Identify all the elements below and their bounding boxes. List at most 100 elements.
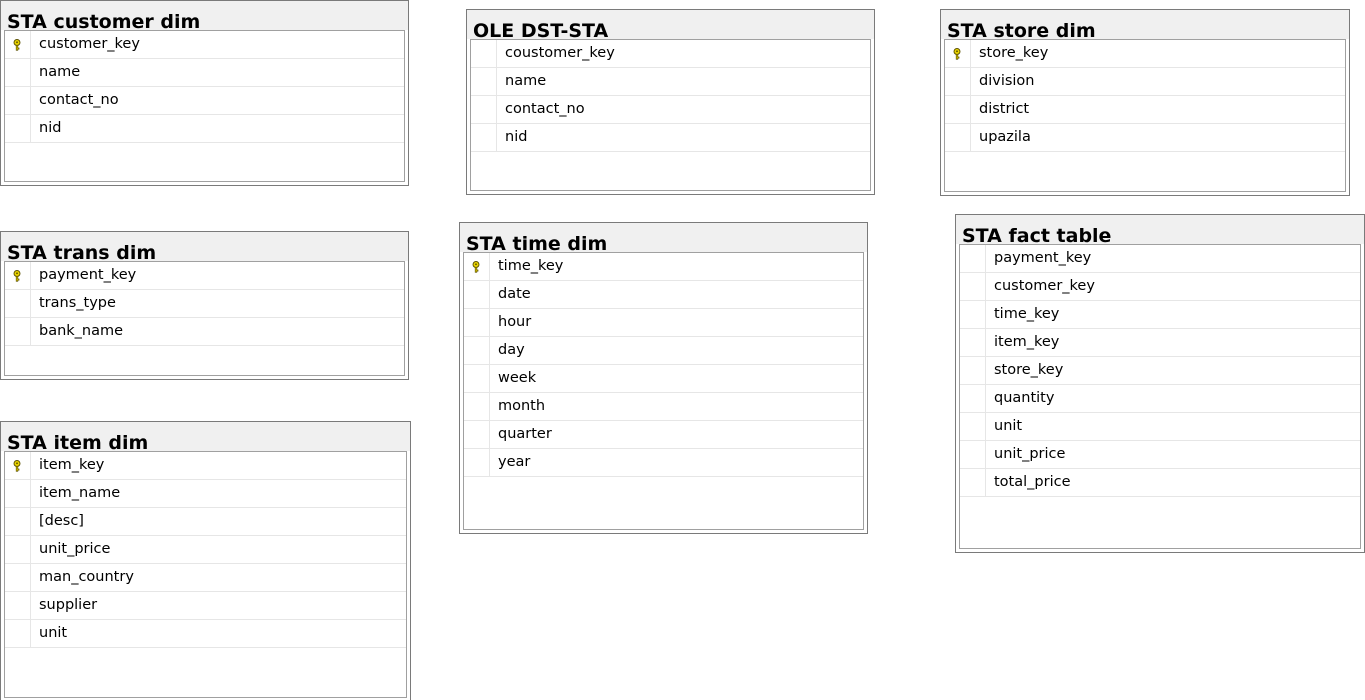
key-cell	[960, 469, 986, 497]
table-header[interactable]: STA customer dim	[1, 1, 408, 33]
column-row[interactable]: month	[464, 393, 863, 421]
key-cell	[5, 536, 31, 564]
column-row[interactable]: payment_key	[960, 245, 1360, 273]
column-name: coustomer_key	[505, 45, 615, 61]
column-row[interactable]: customer_key	[960, 273, 1360, 301]
table-sta-item-dim[interactable]: STA item dim item_key item_name[desc] unit_…	[0, 421, 411, 700]
column-name: item_key	[39, 457, 105, 473]
column-row[interactable]: item_name	[5, 480, 406, 508]
key-cell	[5, 290, 31, 318]
key-cell	[945, 96, 971, 124]
column-name: year	[498, 454, 531, 470]
column-row[interactable]: nid	[5, 115, 404, 143]
primary-key-icon	[13, 270, 21, 282]
column-row[interactable]: unit	[960, 413, 1360, 441]
column-row[interactable]: unit_price	[960, 441, 1360, 469]
column-name: date	[498, 286, 531, 302]
column-row[interactable]: hour	[464, 309, 863, 337]
column-name: quantity	[994, 390, 1055, 406]
table-header[interactable]: STA time dim	[460, 223, 867, 255]
table-title: STA trans dim	[7, 242, 157, 264]
column-row[interactable]: unit	[5, 620, 406, 648]
column-row[interactable]: item_key	[960, 329, 1360, 357]
table-header[interactable]: OLE DST-STA	[467, 10, 874, 42]
column-row[interactable]: day	[464, 337, 863, 365]
key-cell	[5, 480, 31, 508]
column-row[interactable]: store_key	[945, 40, 1345, 68]
key-cell	[960, 441, 986, 469]
column-name: time_key	[994, 306, 1060, 322]
column-row[interactable]: [desc]	[5, 508, 406, 536]
key-cell	[960, 301, 986, 329]
key-cell	[464, 253, 490, 281]
column-row[interactable]: man_country	[5, 564, 406, 592]
column-name: customer_key	[994, 278, 1095, 294]
column-row[interactable]: bank_name	[5, 318, 404, 346]
column-row[interactable]: total_price	[960, 469, 1360, 497]
column-name: name	[39, 64, 81, 80]
column-row[interactable]: contact_no	[471, 96, 870, 124]
key-cell	[5, 87, 31, 115]
column-row[interactable]: store_key	[960, 357, 1360, 385]
column-row[interactable]: name	[5, 59, 404, 87]
column-row[interactable]: district	[945, 96, 1345, 124]
column-row[interactable]: week	[464, 365, 863, 393]
column-name: unit	[994, 418, 1023, 434]
table-header[interactable]: STA store dim	[941, 10, 1349, 42]
column-name: unit	[39, 625, 68, 641]
column-row[interactable]: supplier	[5, 592, 406, 620]
table-header[interactable]: STA item dim	[1, 422, 410, 454]
column-row[interactable]: name	[471, 68, 870, 96]
key-cell	[960, 245, 986, 273]
column-row[interactable]: upazila	[945, 124, 1345, 152]
primary-key-icon	[13, 39, 21, 51]
column-row[interactable]: item_key	[5, 452, 406, 480]
column-row[interactable]: quantity	[960, 385, 1360, 413]
column-row[interactable]: contact_no	[5, 87, 404, 115]
key-cell	[5, 59, 31, 87]
key-cell	[5, 620, 31, 648]
column-row[interactable]: year	[464, 449, 863, 477]
column-name: nid	[505, 129, 528, 145]
table-header[interactable]: STA fact table	[956, 215, 1364, 247]
column-name: month	[498, 398, 546, 414]
column-row[interactable]: date	[464, 281, 863, 309]
column-row[interactable]: quarter	[464, 421, 863, 449]
column-row[interactable]: unit_price	[5, 536, 406, 564]
key-cell	[960, 413, 986, 441]
table-header[interactable]: STA trans dim	[1, 232, 408, 264]
column-row[interactable]: trans_type	[5, 290, 404, 318]
key-cell	[464, 281, 490, 309]
column-name: nid	[39, 120, 62, 136]
column-list: item_key item_name[desc] unit_price man_cou…	[4, 451, 407, 698]
key-cell	[464, 449, 490, 477]
column-name: total_price	[994, 474, 1071, 490]
key-cell	[464, 421, 490, 449]
key-cell	[960, 329, 986, 357]
column-name: supplier	[39, 597, 98, 613]
column-row[interactable]: nid	[471, 124, 870, 152]
column-row[interactable]: payment_key	[5, 262, 404, 290]
key-cell	[471, 68, 497, 96]
column-row[interactable]: coustomer_key	[471, 40, 870, 68]
column-row[interactable]: time_key	[960, 301, 1360, 329]
column-name: upazila	[979, 129, 1031, 145]
key-cell	[464, 365, 490, 393]
column-row[interactable]: division	[945, 68, 1345, 96]
column-name: contact_no	[39, 92, 119, 108]
column-name: unit_price	[39, 541, 111, 557]
column-name: time_key	[498, 258, 564, 274]
column-name: hour	[498, 314, 532, 330]
column-row[interactable]: customer_key	[5, 31, 404, 59]
column-row[interactable]: time_key	[464, 253, 863, 281]
column-name: name	[505, 73, 547, 89]
